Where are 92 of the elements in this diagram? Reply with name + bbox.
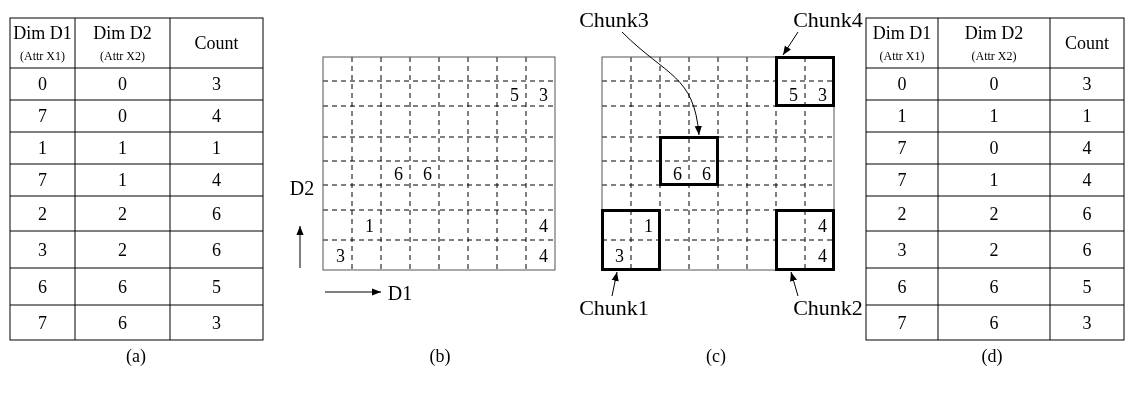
axis-label: D2: [289, 178, 315, 198]
column-header: Dim D1: [872, 24, 932, 42]
table-value: 1: [118, 171, 127, 189]
cell-count: 3: [539, 85, 548, 104]
table-value: 6: [989, 277, 999, 296]
table-value: 3: [1082, 313, 1092, 332]
column-header: Dim D2: [93, 24, 152, 42]
column-header: Count: [194, 34, 239, 52]
cell-count: 5: [789, 85, 798, 104]
cell-count: 4: [818, 217, 827, 235]
table-value: 2: [897, 204, 907, 223]
table-value: 2: [989, 240, 999, 259]
column-header: Dim D1: [13, 24, 72, 42]
cell-count: 6: [394, 165, 403, 183]
table-value: 2: [38, 204, 47, 223]
cell-count: 6: [702, 165, 711, 183]
table-value: 4: [1082, 139, 1092, 157]
table-value: 7: [897, 139, 907, 157]
table-value: 0: [897, 75, 907, 93]
column-subheader: (Attr X1): [20, 50, 65, 62]
table-value: 3: [38, 240, 47, 259]
table-value: 0: [38, 75, 47, 93]
table-value: 5: [1082, 277, 1092, 296]
chunk-outline: [659, 136, 719, 186]
leader-arrow: [790, 271, 799, 297]
cell-count: 1: [644, 217, 653, 235]
chunk-label: Chunk2: [793, 297, 863, 319]
panel-caption: (c): [706, 347, 726, 365]
table-value: 7: [38, 171, 47, 189]
table-value: 5: [212, 277, 221, 296]
chunk-outline: [775, 209, 835, 271]
chunk-outline: [775, 56, 835, 107]
table-value: 2: [989, 204, 999, 223]
table-value: 1: [897, 107, 907, 125]
table-value: 3: [1082, 75, 1092, 93]
table-value: 3: [212, 75, 221, 93]
panel-caption: (a): [126, 347, 146, 365]
panel-caption: (b): [429, 347, 451, 365]
column-header: Dim D2: [964, 24, 1024, 42]
cell-count: 5: [510, 85, 519, 104]
table-value: 6: [1082, 240, 1092, 259]
column-header: Count: [1065, 34, 1109, 52]
table-value: 6: [38, 277, 47, 296]
table-value: 1: [1082, 107, 1092, 125]
cell-count: 3: [615, 247, 624, 265]
table-value: 1: [38, 139, 47, 157]
axis-label: D1: [387, 283, 413, 303]
leader-arrow: [782, 31, 799, 56]
table-value: 1: [989, 171, 999, 189]
table-value: 6: [118, 277, 127, 296]
column-subheader: (Attr X1): [879, 50, 925, 62]
table-value: 7: [38, 313, 47, 332]
cell-count: 3: [336, 247, 345, 265]
table-value: 3: [897, 240, 907, 259]
cell-count: 6: [673, 165, 682, 183]
column-subheader: (Attr X2): [100, 50, 145, 62]
table-value: 1: [118, 139, 127, 157]
table-value: 6: [212, 240, 221, 259]
cell-count: 3: [818, 85, 827, 104]
leader-arrow: [611, 271, 619, 297]
chunk-label: Chunk3: [579, 9, 649, 31]
chunk-outline: [601, 209, 661, 271]
table-value: 0: [989, 139, 999, 157]
table-value: 7: [897, 171, 907, 189]
cell-count: 4: [818, 247, 827, 265]
cell-count: 4: [539, 217, 548, 235]
table-value: 2: [118, 240, 127, 259]
cell-count: 4: [539, 247, 548, 265]
table-value: 4: [1082, 171, 1092, 189]
column-subheader: (Attr X2): [971, 50, 1017, 62]
table-value: 6: [1082, 204, 1092, 223]
table-value: 7: [38, 107, 47, 125]
table-value: 6: [118, 313, 127, 332]
table-value: 4: [212, 171, 221, 189]
table-value: 2: [118, 204, 127, 223]
table-value: 6: [989, 313, 999, 332]
leader-arrow: [621, 31, 702, 136]
table-value: 1: [212, 139, 221, 157]
table-value: 1: [989, 107, 999, 125]
table-value: 0: [118, 107, 127, 125]
table-value: 7: [897, 313, 907, 332]
table-value: 0: [118, 75, 127, 93]
panel-caption: (d): [981, 347, 1003, 365]
table-value: 3: [212, 313, 221, 332]
chunk-label: Chunk4: [793, 9, 863, 31]
table-value: 6: [897, 277, 907, 296]
cell-count: 1: [365, 217, 374, 235]
cell-count: 6: [423, 165, 432, 183]
chunk-label: Chunk1: [579, 297, 649, 319]
table-value: 0: [989, 75, 999, 93]
table-value: 6: [212, 204, 221, 223]
table-value: 4: [212, 107, 221, 125]
